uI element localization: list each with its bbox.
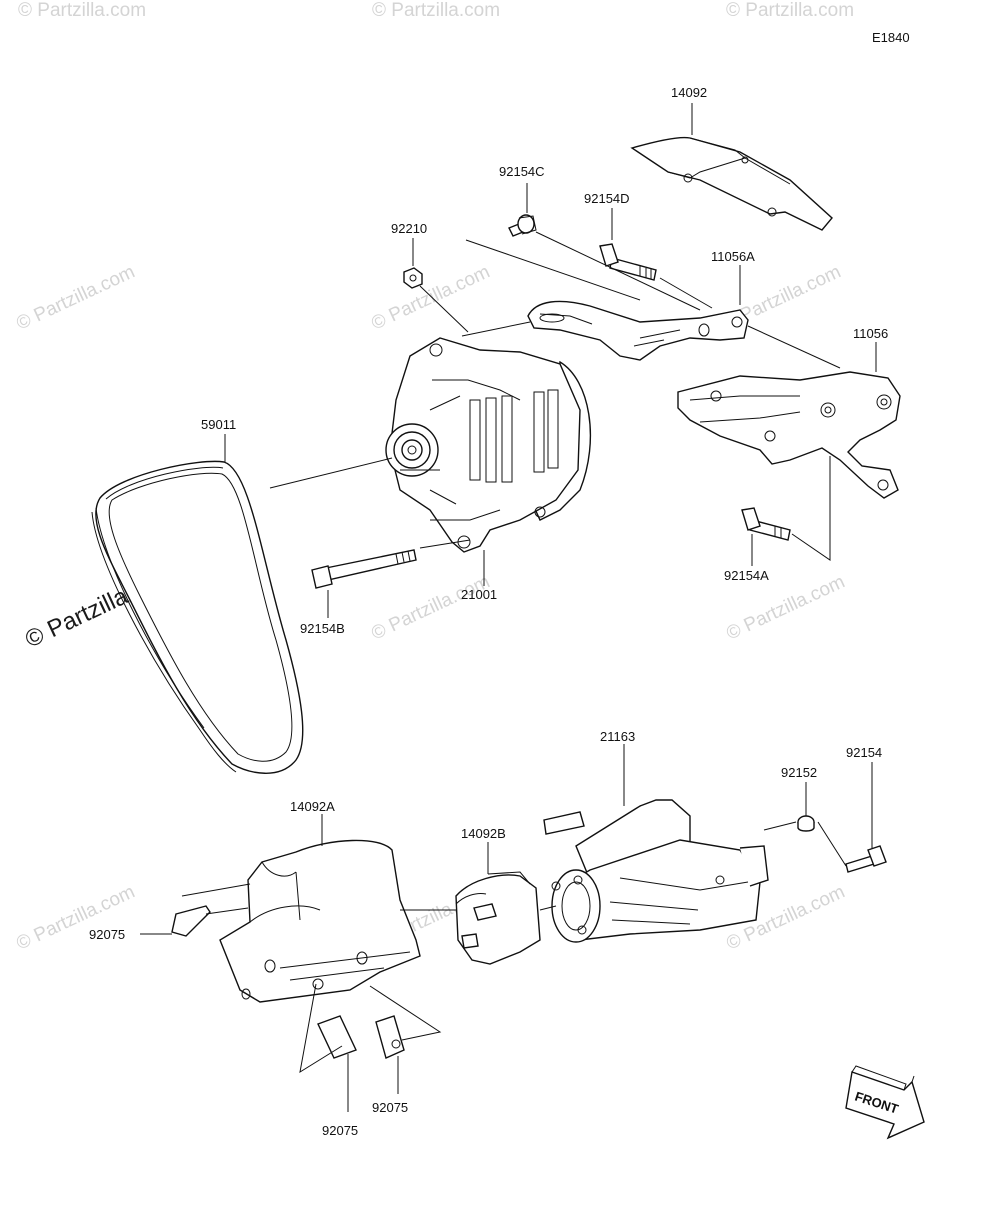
part-59011-belt[interactable] (91, 460, 304, 774)
watermark: © Partzilla.com (726, 0, 854, 21)
part-label-14092B[interactable]: 14092B (461, 826, 506, 841)
watermark: © Partzilla.com (368, 261, 493, 334)
part-14092B-cover[interactable] (455, 871, 541, 965)
watermark: © Partzilla.com (13, 881, 138, 954)
part-label-11056[interactable]: 11056 (853, 326, 888, 341)
watermark: © Partzilla.com (13, 261, 138, 334)
part-92154C-bolt[interactable] (508, 214, 537, 237)
part-11056-bracket[interactable] (677, 371, 901, 499)
part-label-92210[interactable]: 92210 (391, 221, 427, 236)
part-92154-bolt[interactable] (845, 845, 887, 873)
part-label-92154C[interactable]: 92154C (499, 164, 545, 179)
part-92210-nut[interactable] (403, 267, 423, 289)
part-label-92154B[interactable]: 92154B (300, 621, 345, 636)
part-label-92075-left[interactable]: 92075 (89, 927, 125, 942)
part-label-92075-bottom-right[interactable]: 92075 (372, 1100, 408, 1115)
part-label-92154[interactable]: 92154 (846, 745, 882, 760)
part-label-14092[interactable]: 14092 (671, 85, 707, 100)
part-21163-starter[interactable] (543, 799, 769, 943)
diagram-code: E1840 (872, 30, 910, 45)
part-11056A-bracket[interactable] (527, 300, 749, 361)
part-92154B-bolt[interactable] (311, 549, 417, 589)
part-21001-alternator[interactable] (385, 337, 592, 553)
part-92154D-bolt[interactable] (599, 243, 657, 281)
part-label-92075-bottom-left[interactable]: 92075 (322, 1123, 358, 1138)
part-label-92154D[interactable]: 92154D (584, 191, 630, 206)
part-14092A-cover[interactable] (219, 839, 421, 1003)
part-label-92154A[interactable]: 92154A (724, 568, 769, 583)
part-label-11056A[interactable]: 11056A (711, 249, 755, 264)
watermark: © Partzilla.com (18, 0, 146, 21)
part-label-14092A[interactable]: 14092A (290, 799, 335, 814)
part-92154A-bolt[interactable] (741, 507, 791, 541)
part-label-21163[interactable]: 21163 (600, 729, 635, 744)
part-92075-pad-bottom-right[interactable] (375, 1015, 405, 1059)
part-label-21001[interactable]: 21001 (461, 587, 497, 602)
part-92152-collar[interactable] (797, 815, 815, 832)
part-label-59011[interactable]: 59011 (201, 417, 236, 432)
part-92075-pad-left[interactable] (171, 905, 211, 937)
part-92075-pad-bottom-left[interactable] (317, 1015, 357, 1059)
assembly-lines-lower (181, 821, 847, 1074)
front-arrow: FRONT (845, 1065, 925, 1140)
assembly-lines (269, 231, 841, 561)
part-label-92152[interactable]: 92152 (781, 765, 817, 780)
part-14092-cover[interactable] (630, 136, 833, 231)
watermark: © Partzilla.com (372, 0, 500, 21)
watermark: © Partzilla.com (368, 571, 493, 644)
